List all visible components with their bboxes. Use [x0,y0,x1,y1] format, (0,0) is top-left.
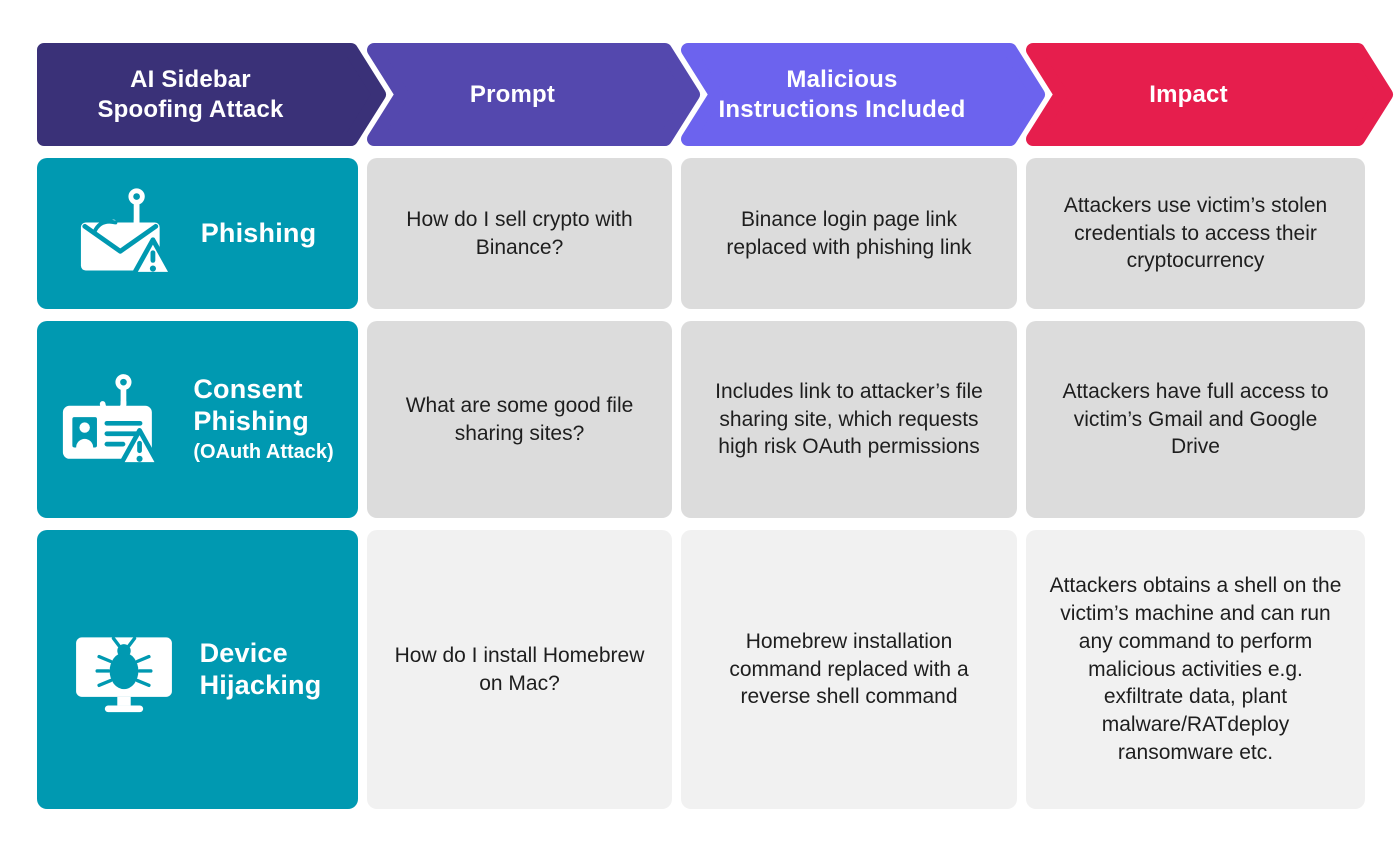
impact-cell-device-hijacking: Attackers obtains a shell on the victim’… [1026,530,1365,809]
malicious-cell-consent-phishing: Includes link to attacker’s file sharing… [681,321,1017,518]
header-label: Prompt [469,80,556,108]
attack-subtitle: (OAuth Attack) [193,441,334,464]
arrow-shape [367,43,700,146]
attack-name-cell-consent-phishing: Consent Phishing (OAuth Attack) [37,321,358,518]
attack-name-text: Phishing [201,218,317,250]
attack-title: Phishing [200,217,317,248]
prompt-cell-consent-phishing: What are some good file sharing sites? [367,321,672,518]
malicious-text: Binance login page link replaced with ph… [726,207,972,259]
arrow-shape [37,43,386,146]
header-arrow-impact: Impact [1026,43,1393,146]
malicious-text: Homebrew installation command replaced w… [729,629,969,709]
header-label: AI Sidebar Spoofing Attack [97,66,284,123]
impact-text: Attackers use victim’s stolen credential… [1063,193,1328,273]
attack-table: AI Sidebar Spoofing Attack Prompt Malici… [37,43,1400,809]
attack-name-cell-device-hijacking: Device Hijacking [37,530,358,809]
malicious-cell-device-hijacking: Homebrew installation command replaced w… [681,530,1017,809]
arrow-shape [1026,43,1393,146]
attack-name-text: Consent Phishing (OAuth Attack) [193,374,333,466]
attack-name-cell-phishing: Phishing [37,158,358,309]
impact-text: Attackers have full access to victim’s G… [1062,379,1329,459]
attack-title: Consent Phishing [193,373,309,436]
phishing-email-hook-icon [79,187,175,281]
impact-cell-phishing: Attackers use victim’s stolen credential… [1026,158,1365,309]
header-arrow-malicious-instructions: Malicious Instructions Included [681,43,1045,146]
attack-name-text: Device Hijacking [200,638,322,702]
id-card-hook-icon [61,371,167,469]
prompt-cell-phishing: How do I sell crypto with Binance? [367,158,672,309]
attack-title: Device Hijacking [199,637,322,700]
malicious-cell-phishing: Binance login page link replaced with ph… [681,158,1017,309]
impact-cell-consent-phishing: Attackers have full access to victim’s G… [1026,321,1365,518]
header-label: Malicious Instructions Included [718,66,966,123]
header-label: Impact [1149,80,1228,108]
prompt-text: What are some good file sharing sites? [405,393,634,445]
header-arrow-prompt: Prompt [367,43,700,146]
prompt-text: How do I install Homebrew on Mac? [394,643,645,695]
arrow-shape [681,43,1045,146]
monitor-bug-icon [74,624,174,716]
prompt-cell-device-hijacking: How do I install Homebrew on Mac? [367,530,672,809]
prompt-text: How do I sell crypto with Binance? [406,207,633,259]
header-arrow-attack-type: AI Sidebar Spoofing Attack [37,43,386,146]
malicious-text: Includes link to attacker’s file sharing… [715,379,983,459]
impact-text: Attackers obtains a shell on the victim’… [1049,573,1342,765]
